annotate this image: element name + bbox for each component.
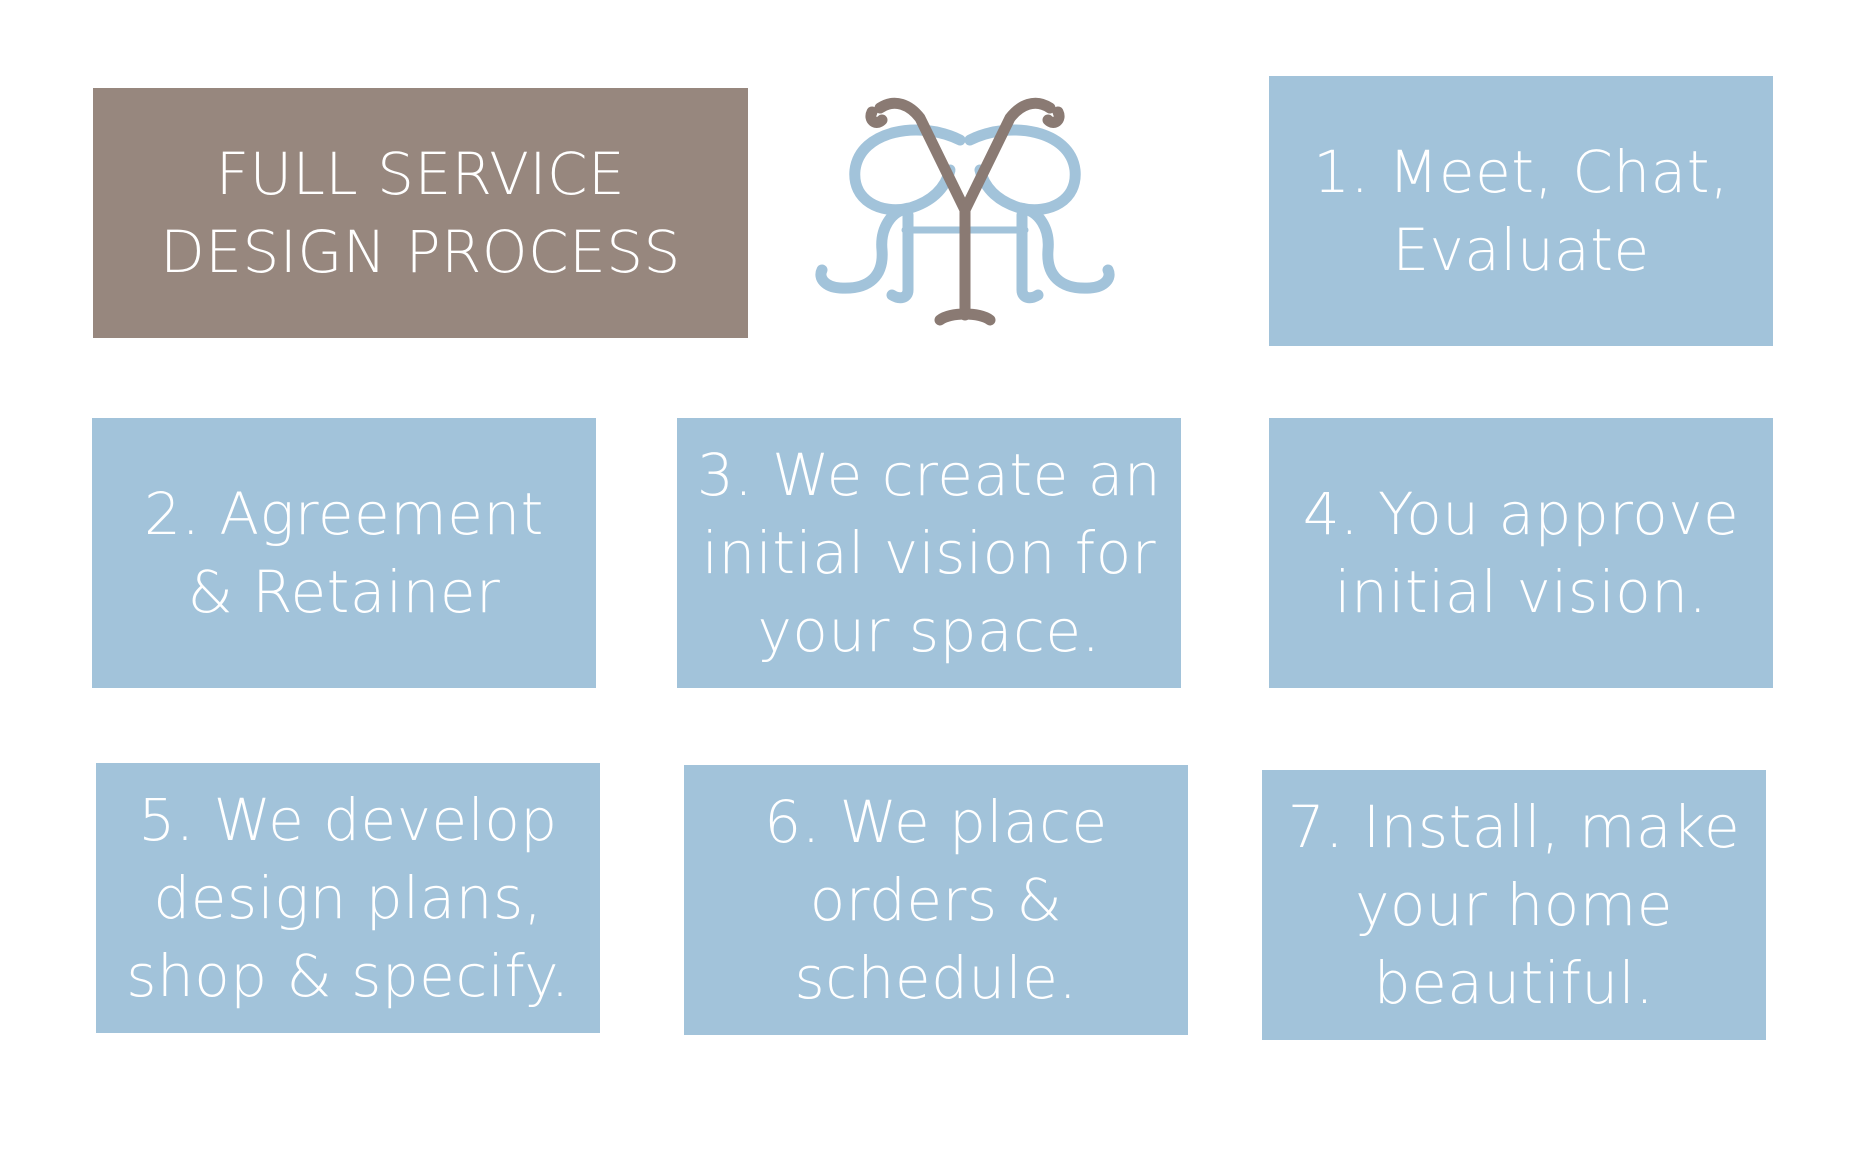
step-5-text: 5. We develop design plans, shop & speci… [126,781,570,1015]
step-2-box: 2. Agreement & Retainer [92,418,596,688]
step-line: 7. Install, make [1287,793,1741,861]
step-6-box: 6. We place orders & schedule. [684,765,1188,1035]
step-line: your space. [757,597,1101,665]
title-box: FULL SERVICE DESIGN PROCESS [93,88,748,338]
step-4-text: 4. You approve initial vision. [1303,475,1739,631]
step-line: beautiful. [1373,949,1655,1017]
step-3-box: 3. We create an initial vision for your … [677,418,1181,688]
step-1-text: 1. Meet, Chat, Evaluate [1313,133,1729,289]
step-line: orders & [809,866,1063,934]
title-line: FULL SERVICE [215,140,626,208]
step-line: schedule. [794,944,1078,1012]
step-line: 1. Meet, Chat, [1313,138,1729,206]
step-line: 3. We create an [696,441,1162,509]
step-line: Evaluate [1392,216,1650,284]
step-line: your home [1355,871,1673,939]
step-7-box: 7. Install, make your home beautiful. [1262,770,1766,1040]
step-line: 6. We place [764,788,1108,856]
step-2-text: 2. Agreement & Retainer [144,475,544,631]
step-5-box: 5. We develop design plans, shop & speci… [96,763,600,1033]
step-6-text: 6. We place orders & schedule. [764,783,1107,1017]
step-line: initial vision for [701,519,1157,587]
title-line: DESIGN PROCESS [160,218,681,286]
step-7-text: 7. Install, make your home beautiful. [1288,788,1741,1022]
step-line: design plans, [153,864,543,932]
step-line: shop & specify. [126,942,570,1010]
step-3-text: 3. We create an initial vision for your … [697,436,1161,670]
step-1-box: 1. Meet, Chat, Evaluate [1269,76,1773,346]
step-line: 4. You approve [1302,480,1740,548]
step-line: & Retainer [187,558,501,626]
step-line: 2. Agreement [144,480,544,548]
step-line: 5. We develop [138,786,558,854]
step-4-box: 4. You approve initial vision. [1269,418,1773,688]
step-line: initial vision. [1334,558,1708,626]
monogram-logo-icon [815,97,1115,326]
title-text: FULL SERVICE DESIGN PROCESS [160,135,681,291]
